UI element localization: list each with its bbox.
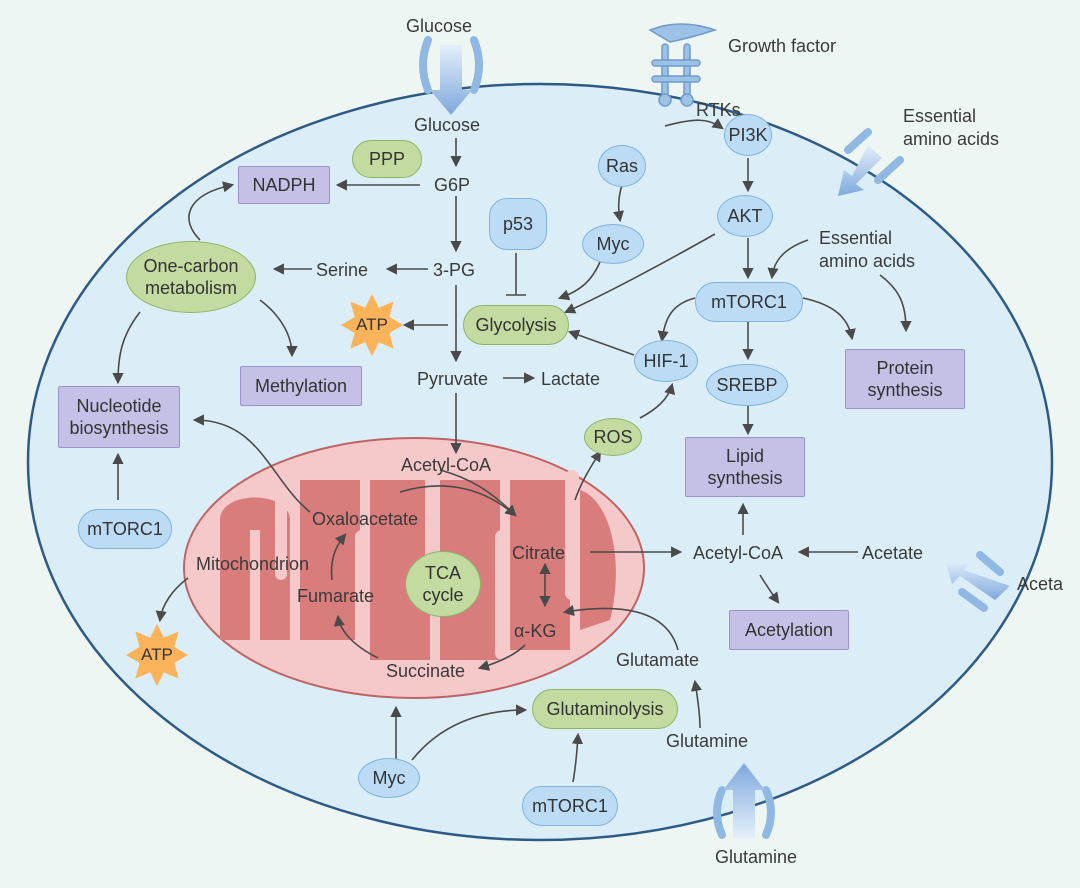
mtorc1-main-node: mTORC1 [695,282,803,322]
myc-bottom-node: Myc [358,758,420,798]
mito-acetyl-coa-label: Acetyl-CoA [401,455,492,475]
succinate-label: Succinate [386,661,466,681]
outside-glucose-label: Glucose [406,16,473,36]
rtk-receptor-icon [648,23,718,107]
lipid-synthesis-box: Lipid synthesis [685,437,805,497]
fumarate-label: Fumarate [297,586,375,606]
atp-bottom-star-icon: ATP [126,624,188,686]
outside-acetate-label: Aceta [1017,574,1064,594]
3pg-label: 3-PG [433,260,476,280]
acetate-transporter-icon [945,551,1010,612]
pathway-arrows [112,118,912,783]
tca-cycle-node: TCA cycle [405,551,481,617]
ras-node: Ras [598,145,646,187]
essential-amino-acids-label: Essential amino acids [819,228,916,271]
g6p-label: G6P [434,175,471,195]
mtorc1-left-node: mTORC1 [78,509,172,549]
protein-synthesis-box: Protein synthesis [845,349,965,409]
one-carbon-metabolism-node: One-carbon metabolism [126,241,256,313]
glutaminolysis-node: Glutaminolysis [532,689,678,729]
amino-acid-transporter-icon [838,128,904,196]
cytosol-acetyl-coa-label: Acetyl-CoA [693,543,784,563]
glucose-transporter-icon [419,36,483,115]
outside-essential-amino-acids-label: Essential amino acids [903,106,1000,149]
nadph-box: NADPH [238,166,330,204]
glycolysis-node: Glycolysis [463,305,569,345]
myc-top-node: Myc [582,224,644,264]
pyruvate-label: Pyruvate [417,369,489,389]
glutamine-label: Glutamine [666,731,749,751]
ros-node: ROS [584,418,642,456]
pi3k-node: PI3K [724,114,772,156]
srebp-node: SREBP [706,364,788,406]
akt-node: AKT [717,195,773,237]
ppp-node: PPP [352,140,422,178]
citrate-label: Citrate [512,543,566,563]
glutamine-transporter-icon [713,763,775,839]
lactate-label: Lactate [541,369,601,389]
rtks-label: RTKs [696,100,741,120]
glucose-label: Glucose [414,115,481,135]
hif1-node: HIF-1 [634,340,698,382]
acetate-label: Acetate [862,543,924,563]
outside-glutamine-label: Glutamine [715,847,798,867]
acetylation-box: Acetylation [729,610,849,650]
alpha-kg-label: α-KG [514,621,557,641]
atp-top-star-icon: ATP [341,294,403,356]
methylation-box: Methylation [240,366,362,406]
serine-label: Serine [316,260,369,280]
growth-factor-label: Growth factor [728,36,837,56]
glutamate-label: Glutamate [616,650,700,670]
p53-node: p53 [489,198,547,250]
mitochondrion-label: Mitochondrion [196,554,310,574]
nucleotide-biosynthesis-box: Nucleotide biosynthesis [58,386,180,448]
mtorc1-bottom-node: mTORC1 [522,786,618,826]
oxaloacetate-label: Oxaloacetate [312,509,419,529]
